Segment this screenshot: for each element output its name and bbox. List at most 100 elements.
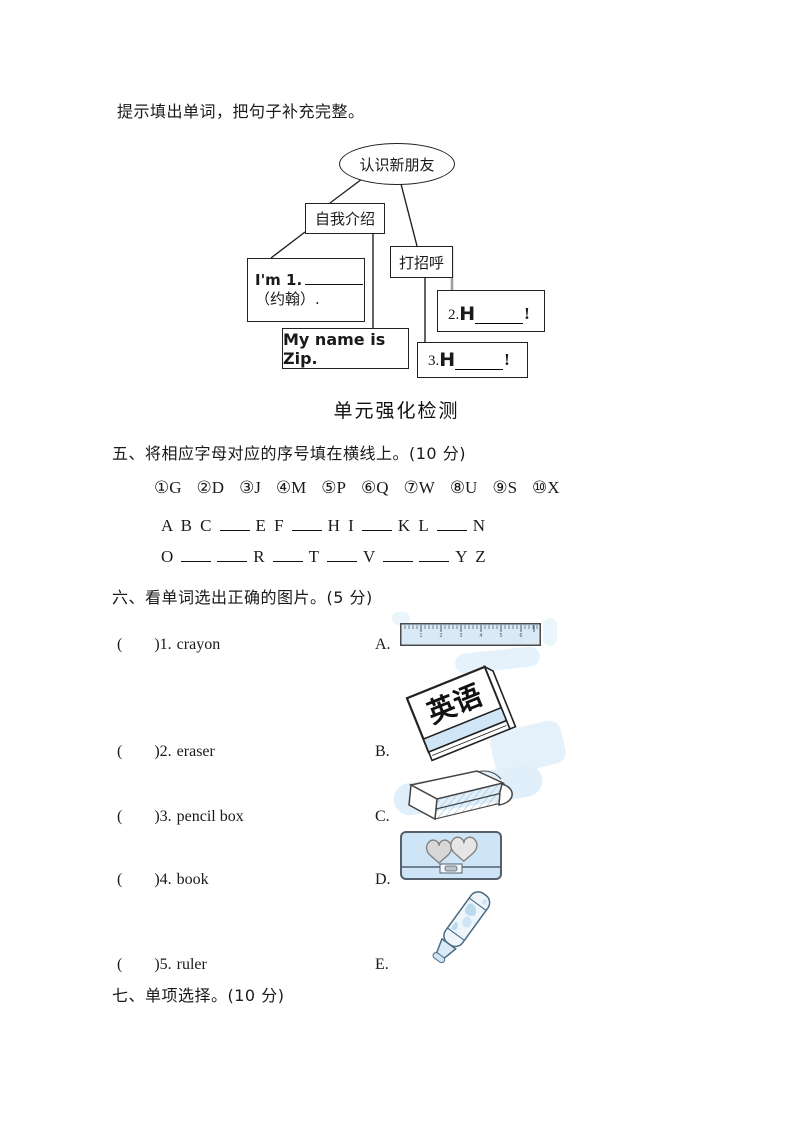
svg-text:5: 5 — [499, 633, 502, 639]
pair-item: ⑨S — [492, 478, 518, 497]
letter-group: N — [472, 516, 488, 535]
svg-text:6: 6 — [519, 633, 522, 639]
pair-item: ⑤P — [321, 478, 346, 497]
paren-open: ( — [117, 636, 123, 653]
eraser-image — [397, 765, 517, 834]
pair-item: ①G — [154, 478, 182, 497]
answer-blank — [383, 546, 414, 562]
letter-group: Y Z — [455, 547, 488, 566]
question-number: 3. — [159, 808, 172, 825]
section-five-header: 五、将相应字母对应的序号填在横线上。(10 分) — [112, 444, 466, 463]
question-number: 1. — [159, 636, 172, 653]
letter-group: A B C — [161, 516, 214, 535]
letter-group: O — [161, 547, 176, 566]
question-word: ruler — [176, 956, 207, 973]
question-word: book — [176, 871, 209, 888]
pencil-box-image — [400, 831, 502, 885]
page-title: 单元强化检测 — [333, 400, 460, 422]
pair-item: ④M — [275, 478, 307, 497]
svg-text:2: 2 — [439, 633, 442, 639]
diagram-node-self-intro: 自我介绍 — [305, 203, 385, 234]
pair-item: ⑦W — [403, 478, 435, 497]
letter-group: E F — [255, 516, 286, 535]
pair-item: ③J — [239, 478, 261, 497]
question-row-5: ()5.ruler E. — [117, 956, 677, 974]
question-word: pencil box — [176, 808, 244, 825]
question-row-2: ()2.eraser B. — [117, 743, 677, 761]
hint-letter: H — [439, 349, 456, 371]
paren-open: ( — [117, 871, 123, 888]
answer-blank — [475, 320, 524, 324]
watermark-shape — [543, 618, 557, 646]
svg-text:1: 1 — [419, 633, 422, 639]
option-letter: D. — [375, 871, 391, 888]
diagram-root-label: 认识新朋友 — [359, 155, 435, 174]
punctuation: ! — [524, 304, 530, 323]
diagram-leaf-hello: 2.H! — [437, 290, 545, 332]
diagram-leaf-name-sentence: My name is Zip. — [282, 328, 409, 369]
intro-text: 提示填出单词，把句子补充完整。 — [117, 102, 365, 121]
question-number: 4. — [159, 871, 172, 888]
section-six-header: 六、看单词选出正确的图片。(5 分) — [112, 588, 373, 607]
pair-item: ⑩X — [532, 478, 560, 497]
item-number: 2. — [448, 307, 460, 323]
name-sentence: My name is Zip. — [283, 329, 386, 368]
diagram-leaf-im-sentence: I'm 1. （约翰）. — [247, 258, 365, 322]
question-row-3: ()3.pencil box C. — [117, 808, 677, 826]
book-image: 英语 — [393, 660, 529, 773]
letter-group: T — [308, 547, 322, 566]
paren-close: ) — [154, 636, 160, 653]
answer-blank — [272, 546, 303, 562]
option-letter: B. — [375, 743, 390, 760]
hint-letter: H — [459, 303, 476, 325]
letter-group: V — [363, 547, 378, 566]
watermark-shape — [392, 612, 410, 625]
pair-item: ⑧U — [449, 478, 478, 497]
question-row-1: ()1.crayon A. — [117, 636, 677, 654]
connector-line — [400, 183, 418, 247]
letter-group: K L — [397, 516, 431, 535]
pair-item: ⑥Q — [360, 478, 389, 497]
item-number: 3. — [428, 353, 440, 369]
answer-blank — [419, 546, 450, 562]
option-letter: E. — [375, 956, 389, 973]
diagram-leaf-hi: 3.H! — [417, 342, 528, 378]
paren-close: ) — [154, 808, 160, 825]
question-word: crayon — [176, 636, 221, 653]
answer-blank — [327, 546, 358, 562]
section-seven-header: 七、单项选择。(10 分) — [112, 986, 285, 1005]
answer-blank — [217, 546, 248, 562]
connector-line — [270, 231, 306, 259]
punctuation: ! — [504, 350, 510, 369]
diagram-node-label: 自我介绍 — [314, 210, 375, 228]
im-prefix: I'm 1. — [255, 271, 303, 289]
question-number: 5. — [159, 956, 172, 973]
option-letter: C. — [375, 808, 390, 825]
answer-blank — [291, 515, 322, 531]
answer-blank — [436, 515, 467, 531]
crayon-image — [424, 884, 498, 977]
answer-blank — [219, 515, 250, 531]
letter-group: H I — [327, 516, 356, 535]
pair-item: ②D — [196, 478, 225, 497]
paren-open: ( — [117, 743, 123, 760]
question-number: 2. — [159, 743, 172, 760]
answer-blank — [361, 515, 392, 531]
letter-group: R — [253, 547, 267, 566]
paren-close: ) — [154, 956, 160, 973]
diagram-node-label: 打招呼 — [398, 253, 444, 272]
im-sentence-line1: I'm 1. — [255, 271, 364, 290]
svg-text:3: 3 — [459, 633, 462, 639]
diagram-node-greeting: 打招呼 — [390, 246, 453, 278]
question-word: eraser — [176, 743, 215, 760]
paren-close: ) — [154, 871, 160, 888]
connector-line — [329, 178, 363, 204]
hearts-decoration — [425, 836, 478, 864]
letter-number-pairs-row: ①G ②D ③J ④M ⑤P ⑥Q ⑦W ⑧U ⑨S ⑩X — [154, 478, 560, 498]
option-letter: A. — [375, 636, 391, 653]
answer-blank — [181, 546, 212, 562]
paren-close: ) — [154, 743, 160, 760]
